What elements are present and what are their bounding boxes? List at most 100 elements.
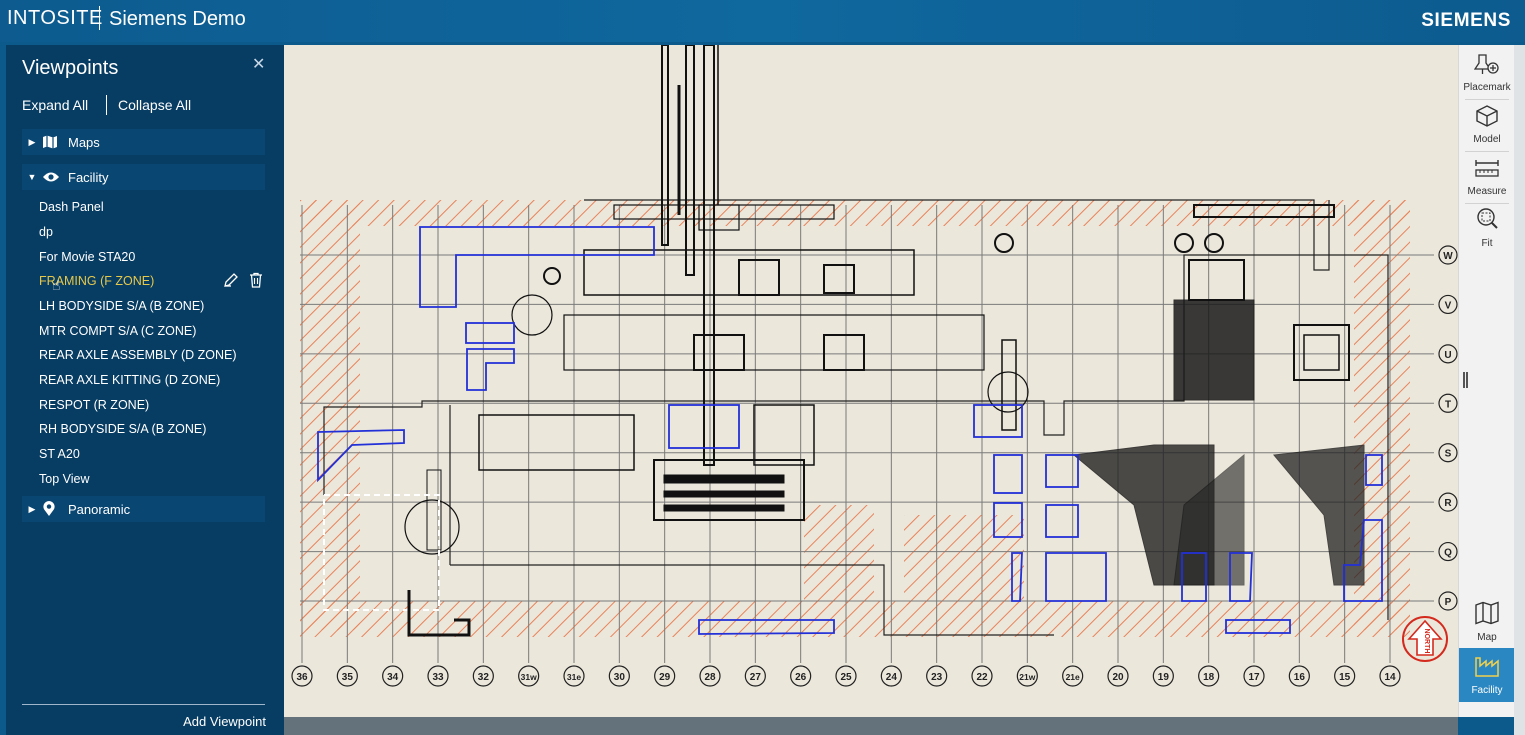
measure-button[interactable]: Measure — [1459, 151, 1515, 203]
column-label: 21w — [1019, 672, 1035, 682]
header-divider — [99, 6, 100, 30]
column-bubble: 15 — [1334, 665, 1356, 687]
item-actions — [223, 272, 263, 293]
column-bubble: 22 — [971, 665, 993, 687]
group-panoramic[interactable]: ▶ Panoramic — [22, 496, 265, 522]
group-maps[interactable]: ▶ Maps — [22, 129, 265, 155]
column-label: 33 — [432, 672, 444, 683]
column-label: 31w — [521, 672, 537, 682]
viewpoint-item[interactable]: REAR AXLE ASSEMBLY (D ZONE) — [39, 348, 237, 362]
viewpoint-item[interactable]: RH BODYSIDE S/A (B ZONE) — [39, 422, 207, 436]
column-bubble: 28 — [699, 665, 721, 687]
ruler-icon — [1474, 157, 1500, 184]
viewpoint-item[interactable]: Top View — [39, 472, 90, 486]
column-label: 20 — [1112, 672, 1124, 683]
row-bubble: R — [1438, 492, 1458, 512]
row-label: V — [1445, 300, 1452, 311]
column-bubble: 23 — [926, 665, 948, 687]
tool-label: Model — [1473, 134, 1501, 145]
collapse-all-button[interactable]: Collapse All — [118, 97, 192, 113]
expand-all-button[interactable]: Expand All — [22, 97, 89, 113]
column-bubble: 33 — [427, 665, 449, 687]
column-label: 32 — [478, 672, 490, 683]
caret-right-icon: ▶ — [28, 503, 36, 514]
viewpoint-item[interactable]: LH BODYSIDE S/A (B ZONE) — [39, 299, 205, 313]
siemens-logo: SIEMENS — [1421, 10, 1511, 31]
facility-button[interactable]: Facility — [1459, 648, 1515, 702]
column-bubble: 31w — [518, 665, 540, 687]
column-bubble: 14 — [1379, 665, 1401, 687]
column-bubble: 35 — [336, 665, 358, 687]
column-label: 34 — [387, 672, 399, 683]
column-bubble: 17 — [1243, 665, 1265, 687]
placemark-button[interactable]: Placemark — [1459, 47, 1515, 99]
column-label: 31e — [567, 672, 581, 682]
viewpoint-item[interactable]: dp — [39, 225, 53, 239]
model-button[interactable]: Model — [1459, 99, 1515, 151]
column-label: 22 — [976, 672, 988, 683]
column-label: 30 — [614, 672, 626, 683]
fit-button[interactable]: Fit — [1459, 201, 1515, 253]
tool-label: Fit — [1481, 238, 1493, 249]
viewpoint-item[interactable]: ST A20 — [39, 447, 80, 461]
column-label: 15 — [1339, 672, 1351, 683]
placemark-icon — [1473, 53, 1500, 80]
column-bubble: 24 — [880, 665, 902, 687]
panel-resize-handle[interactable] — [1463, 372, 1468, 388]
tool-label: Measure — [1467, 186, 1507, 197]
group-label: Maps — [68, 134, 100, 150]
tool-sidebar: Placemark Model Measure Fit Map Facility — [1458, 45, 1515, 717]
eye-icon — [42, 171, 64, 183]
add-viewpoint-button[interactable]: Add Viewpoint — [183, 714, 266, 729]
north-arrow-icon: NORTH — [1402, 616, 1448, 662]
trash-icon[interactable] — [249, 272, 263, 293]
viewpoint-item[interactable]: Dash Panel — [39, 200, 104, 214]
column-grid — [301, 205, 1391, 663]
viewpoint-item-active[interactable]: FRAMING (F ZONE) — [39, 274, 155, 288]
column-bubble: 19 — [1152, 665, 1174, 687]
row-labels: W V U T S R Q P — [1438, 245, 1458, 611]
factory-icon — [1474, 654, 1500, 683]
row-bubble: P — [1438, 591, 1458, 611]
column-label: 24 — [886, 672, 898, 683]
viewpoint-item[interactable]: MTR COMPT S/A (C ZONE) — [39, 324, 197, 338]
map-button[interactable]: Map — [1459, 595, 1515, 647]
map-icon — [1474, 601, 1500, 630]
row-label: U — [1444, 350, 1451, 361]
group-facility[interactable]: ▼ Facility — [22, 164, 265, 190]
row-bubble: W — [1438, 245, 1458, 265]
row-label: Q — [1444, 548, 1452, 559]
caret-right-icon: ▶ — [28, 136, 36, 147]
column-label: 23 — [931, 672, 943, 683]
column-label: 16 — [1294, 672, 1306, 683]
column-label: 19 — [1158, 672, 1170, 683]
column-bubble: 21e — [1062, 665, 1084, 687]
row-bubble: V — [1438, 294, 1458, 315]
viewpoints-panel: Viewpoints ✕ Expand All Collapse All ▶ M… — [6, 45, 284, 735]
viewpoint-item[interactable]: RESPOT (R ZONE) — [39, 398, 150, 412]
viewpoint-item[interactable]: For Movie STA20 — [39, 250, 136, 264]
column-bubble: 32 — [472, 665, 494, 687]
column-bubble: 26 — [790, 665, 812, 687]
edit-pencil-icon[interactable] — [223, 272, 239, 293]
column-bubble: 34 — [382, 665, 404, 687]
cad-drawing: NORTH 363534333231w31e302928272625242322… — [291, 45, 1458, 687]
column-bubble: 27 — [744, 665, 766, 687]
tool-label: Placemark — [1463, 82, 1511, 93]
column-label: 18 — [1203, 672, 1215, 683]
row-bubble: S — [1438, 443, 1458, 463]
close-icon[interactable]: ✕ — [252, 56, 266, 73]
column-label: 21e — [1066, 672, 1080, 682]
viewpoint-item[interactable]: REAR AXLE KITTING (D ZONE) — [39, 373, 221, 387]
column-bubble: 18 — [1198, 665, 1220, 687]
app-header: INTOSITE Siemens Demo SIEMENS — [0, 0, 1525, 42]
equipment-clusters — [323, 204, 1365, 637]
hand-cursor-icon: ☝ — [52, 277, 61, 293]
column-label: 27 — [750, 672, 762, 683]
column-bubble: 31e — [563, 665, 585, 687]
row-bubble: T — [1438, 393, 1458, 413]
project-title: Siemens Demo — [109, 8, 246, 30]
tool-divider — [1465, 99, 1509, 100]
